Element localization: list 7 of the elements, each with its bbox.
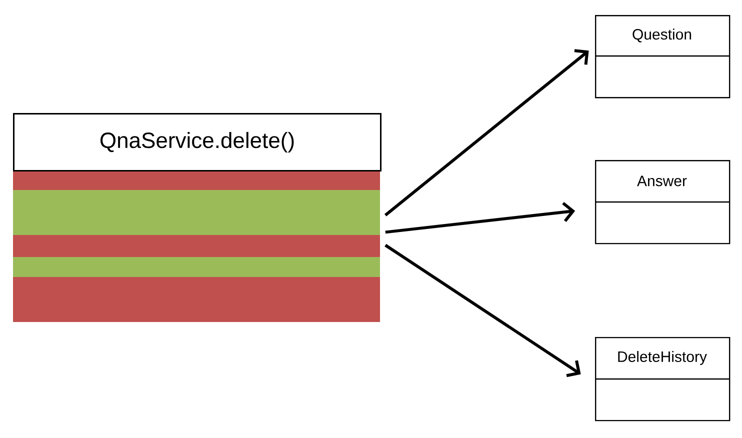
arrow — [384, 244, 581, 378]
arrow — [384, 49, 589, 216]
arrow — [385, 202, 576, 234]
class-box: Question — [595, 15, 730, 98]
method-box: QnaService.delete() — [13, 113, 382, 322]
class-box: DeleteHistory — [595, 336, 730, 422]
class-box: Answer — [595, 160, 730, 244]
